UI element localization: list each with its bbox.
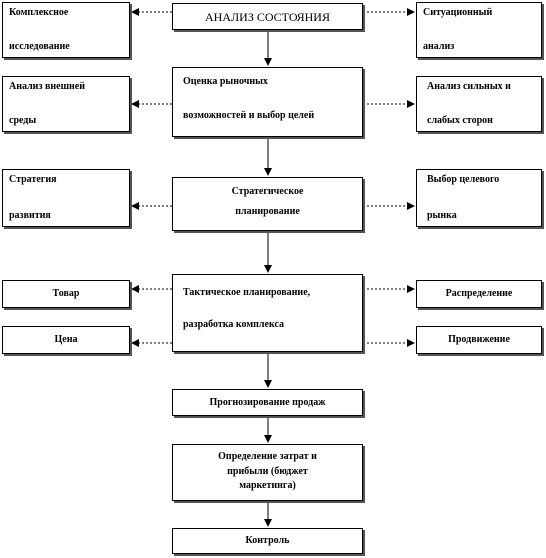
strengths-weaknesses-box: Анализ сильных и слабых сторон bbox=[416, 76, 542, 132]
box-line: Оценка рыночных bbox=[183, 76, 268, 87]
box-line: анализ bbox=[423, 41, 455, 52]
box-label: Прогнозирование продаж bbox=[209, 396, 326, 408]
box-line: Стратегическое bbox=[231, 186, 304, 197]
box-line: Анализ внешней bbox=[9, 81, 85, 92]
distribution-box: Распределение bbox=[416, 280, 542, 308]
promotion-box: Продвижение bbox=[416, 326, 542, 354]
box-line: прибыли (бюджет bbox=[227, 465, 308, 477]
product-box: Товар bbox=[2, 280, 130, 308]
dev-strategy-box: Стратегия развития bbox=[2, 169, 130, 227]
box-line: среды bbox=[9, 115, 37, 126]
tactical-planning-box: Тактическое планирование, разработка ком… bbox=[172, 274, 363, 352]
situational-analysis-box: Ситуационный анализ bbox=[416, 2, 542, 58]
box-line: исследование bbox=[9, 41, 70, 52]
market-opportunities-box: Оценка рыночных возможностей и выбор цел… bbox=[172, 67, 363, 137]
control-box: Контроль bbox=[172, 528, 363, 554]
box-line: планирование bbox=[235, 206, 300, 217]
strategic-planning-box: Стратегическое планирование bbox=[172, 177, 363, 231]
box-line: рынка bbox=[427, 210, 457, 221]
box-line: Определение затрат и bbox=[218, 451, 317, 462]
external-env-box: Анализ внешней среды bbox=[2, 76, 130, 132]
target-market-box: Выбор целевого рынка bbox=[416, 169, 542, 227]
box-line: Ситуационный bbox=[423, 7, 493, 18]
box-label: Продвижение bbox=[448, 334, 510, 345]
box-line: разработка комплекса bbox=[183, 319, 285, 330]
analysis-box: АНАЛИЗ СОСТОЯНИЯ bbox=[172, 3, 363, 30]
box-line: Стратегия bbox=[9, 174, 57, 185]
price-box: Цена bbox=[2, 326, 130, 354]
box-line: развития bbox=[9, 210, 51, 221]
box-line: Тактическое планирование, bbox=[183, 287, 311, 298]
box-label: Товар bbox=[52, 288, 80, 299]
box-label: Цена bbox=[54, 334, 78, 345]
box-label: Распределение bbox=[445, 288, 513, 299]
box-line: маркетинга) bbox=[239, 480, 296, 491]
cost-profit-box: Определение затрат и прибыли (бюджет мар… bbox=[172, 444, 363, 501]
sales-forecast-box: Прогнозирование продаж bbox=[172, 389, 363, 416]
box-line: возможностей и выбор целей bbox=[183, 110, 315, 121]
box-line: слабых сторон bbox=[427, 115, 493, 126]
box-line: Анализ сильных и bbox=[427, 81, 511, 92]
box-label: Контроль bbox=[245, 535, 290, 546]
box-line: Комплексное bbox=[9, 7, 69, 18]
complex-research-box: Комплексное исследование bbox=[2, 2, 130, 58]
box-label: АНАЛИЗ СОСТОЯНИЯ bbox=[205, 9, 330, 24]
box-line: Выбор целевого bbox=[427, 174, 500, 185]
